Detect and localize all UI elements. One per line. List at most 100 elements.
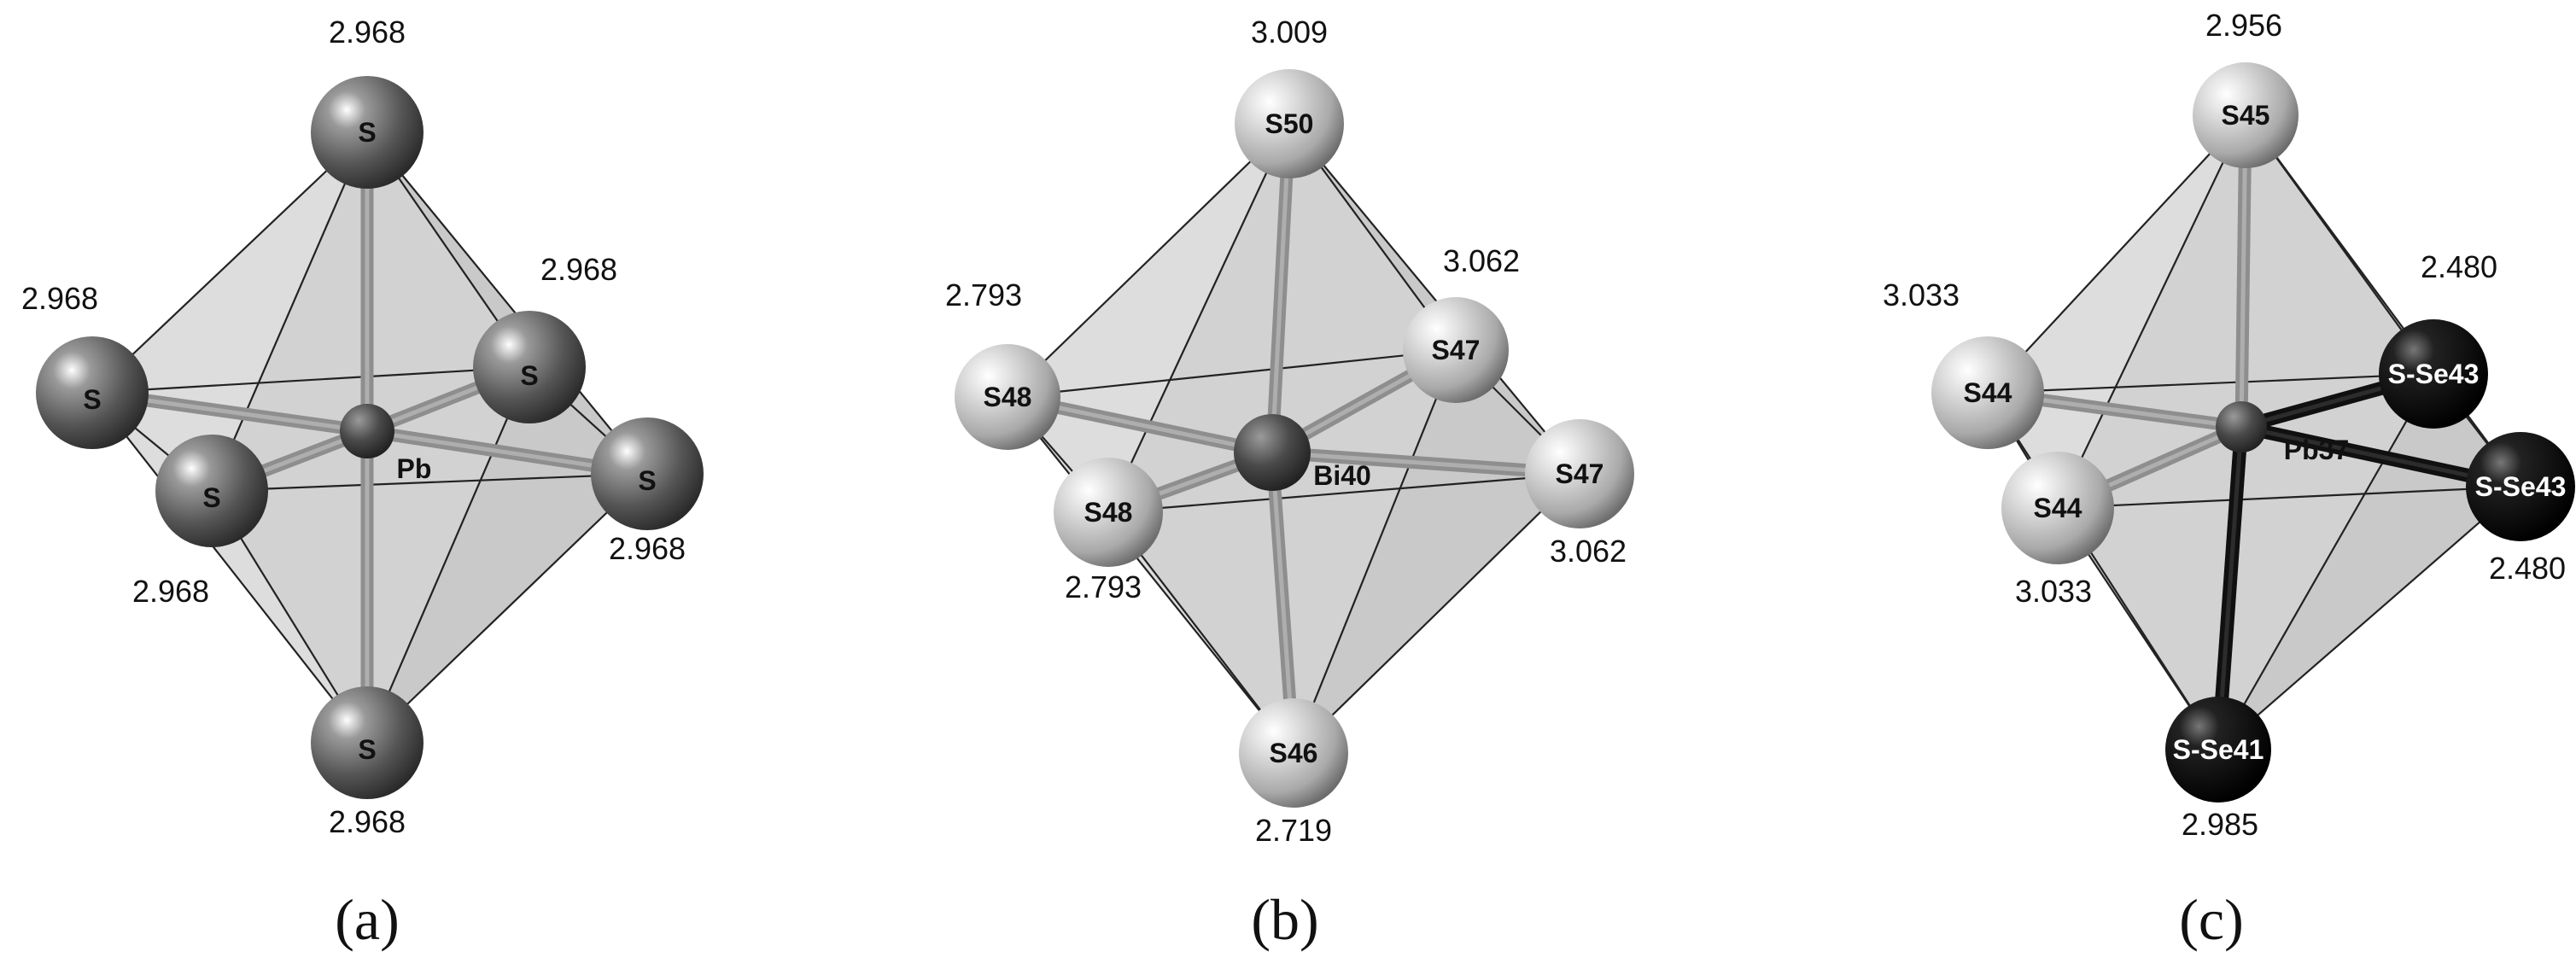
bond-distance-label: 2.968 [329, 15, 406, 50]
polyhedron-edge [1292, 349, 1457, 754]
ligand-atom [2165, 697, 2271, 803]
ligand-atom [2001, 452, 2114, 564]
bond-distance-label: 2.719 [1255, 813, 1332, 848]
ligand-atom-label: S48 [1084, 497, 1133, 528]
bond-distance-label: 2.968 [609, 531, 686, 566]
polyhedron-edge [210, 131, 369, 492]
panel-c-labels: Pb37S452.956S443.033S-Se432.480S443.033S… [1883, 8, 2566, 842]
ligand-atom [1403, 297, 1509, 403]
panel-a-atoms [36, 76, 704, 799]
polyhedron-face [1008, 350, 1456, 753]
polyhedron-edge [91, 131, 368, 394]
polyhedron-edge [2217, 373, 2434, 750]
polyhedron-edge [1987, 114, 2246, 394]
polyhedron-face [1108, 124, 1580, 512]
bond-distance-label: 2.956 [2205, 8, 2282, 43]
bond-distance-label: 3.009 [1251, 15, 1328, 50]
polyhedron-edge [1288, 123, 1580, 475]
ligand-atom-label: S47 [1556, 458, 1604, 489]
bond-distance-label: 2.985 [2182, 807, 2258, 842]
bond-highlight [1270, 121, 1292, 455]
ligand-atom [2193, 62, 2299, 168]
bond-distance-label: 2.968 [21, 281, 98, 316]
panel-b-atoms [955, 69, 1634, 808]
polyhedron-face [1988, 374, 2433, 750]
polyhedron-edge [1293, 473, 1580, 754]
ligand-atom-label: S [83, 384, 101, 415]
bond-distance-label: 2.968 [329, 804, 406, 839]
polyhedron-face [1988, 115, 2433, 393]
ligand-atom [2466, 432, 2575, 541]
central-atom-label: Pb37 [2284, 435, 2349, 465]
ligand-atom-label: S45 [2222, 100, 2270, 131]
polyhedron-edge [366, 131, 648, 475]
central-atom [1234, 414, 1311, 491]
ligand-atom-label: S [638, 465, 656, 496]
ligand-atom [1054, 458, 1163, 567]
polyhedron-edge [366, 473, 648, 744]
bond-distance-label: 2.480 [2421, 249, 2497, 284]
ligand-atom-label: S44 [2034, 493, 2082, 523]
ligand-atom [1235, 69, 1344, 178]
ligand-atom-label: S [520, 360, 538, 391]
central-atom [340, 404, 394, 458]
bond-highlight [2216, 424, 2244, 752]
bond-distance-label: 2.793 [945, 277, 1022, 312]
ligand-atom-label: S48 [984, 382, 1032, 412]
ligand-atom [36, 336, 149, 449]
polyhedron-edge [2057, 485, 2521, 510]
polyhedron-edge [2217, 486, 2521, 750]
panel-b-labels: Bi40S503.009S482.793S473.062S482.793S473… [945, 15, 1627, 848]
polyhedron-edge [91, 392, 368, 744]
ligand-atom-label: S47 [1432, 335, 1481, 365]
bond-distance-label: 3.062 [1550, 534, 1627, 569]
panel-b: Bi40S503.009S482.793S473.062S482.793S473… [945, 15, 1634, 952]
ligand-atom [155, 435, 268, 547]
polyhedron-face [1108, 474, 1580, 753]
bond-distance-label: 2.968 [540, 252, 617, 287]
polyhedron-edge [1007, 123, 1290, 398]
central-atom-label: Bi40 [1313, 460, 1371, 491]
ligand-atom-label: S50 [1265, 108, 1314, 139]
ligand-atom [1931, 336, 2044, 449]
bond-distance-label: 2.793 [1065, 569, 1142, 604]
ligand-atom-label: S-Se43 [2475, 471, 2567, 502]
ligand-atom [955, 344, 1060, 450]
bond-distance-label: 2.968 [132, 574, 209, 609]
polyhedron-edge [1107, 123, 1290, 513]
ligand-atom-label: S-Se43 [2388, 359, 2480, 389]
panel-c-atoms [1931, 62, 2575, 803]
ligand-atom-label: S44 [1964, 377, 2012, 408]
bond-distance-label: 3.033 [1883, 277, 1960, 312]
ligand-atom-label: S46 [1270, 738, 1318, 768]
polyhedron-edge [365, 366, 531, 744]
polyhedron-edge [2057, 114, 2246, 509]
panel-a-caption: (a) [335, 887, 399, 952]
ligand-atom [311, 76, 423, 189]
ligand-atom [311, 686, 423, 799]
central-atom-label: Pb [397, 453, 432, 484]
panel-c-caption: (c) [2179, 887, 2243, 952]
panel-b-caption: (b) [1251, 887, 1318, 952]
ligand-atom [591, 417, 704, 530]
polyhedron-edge [1107, 472, 1580, 514]
panel-c: Pb37S452.956S443.033S-Se432.480S443.033S… [1883, 8, 2575, 952]
polyhedron-face [212, 474, 647, 743]
ligand-atom-label: S-Se41 [2173, 734, 2264, 765]
polyhedron-edge [1987, 372, 2434, 394]
panel-a-edges [91, 131, 648, 744]
polyhedron-edge [211, 472, 648, 493]
ligand-atom-label: S [358, 117, 376, 148]
polyhedron-face [1008, 124, 1456, 397]
polyhedron-face [2058, 487, 2521, 750]
ligand-atom [1239, 698, 1348, 808]
polyhedron-edge [1007, 348, 1457, 399]
bond-distance-label: 3.033 [2015, 574, 2092, 609]
ligand-atom-label: S [202, 482, 220, 513]
ligand-atom-label: S [358, 734, 376, 765]
polyhedron-edge [2245, 114, 2521, 487]
polyhedron-face [1294, 350, 1580, 753]
central-atom [2216, 401, 2267, 452]
